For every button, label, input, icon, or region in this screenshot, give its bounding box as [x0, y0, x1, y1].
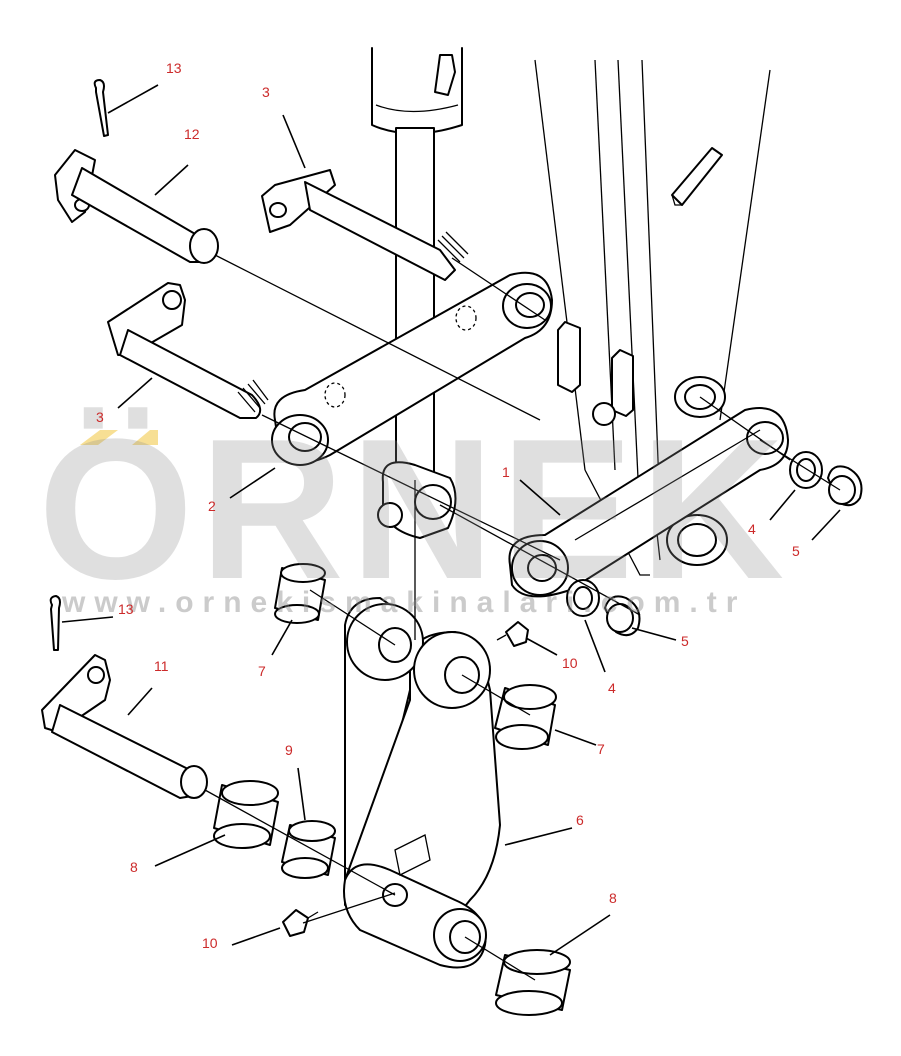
- split-pin-13-lower: [49, 595, 61, 651]
- link-1: [508, 407, 789, 598]
- bushing-7-left: [274, 563, 326, 624]
- watermark-brand: ÖRNEK: [38, 398, 790, 621]
- callout-13-lower: 13: [118, 601, 134, 617]
- washer-4-right: [789, 451, 823, 489]
- nut-5-right: [827, 465, 863, 507]
- pin-11: [41, 654, 208, 799]
- callout-10-upper: 10: [562, 655, 578, 671]
- callout-1: 1: [502, 464, 510, 480]
- grease-nipple-10-upper: [496, 621, 529, 647]
- split-pin-13-upper: [93, 79, 109, 137]
- pin-3-upper: [261, 169, 469, 281]
- callout-7-left: 7: [258, 663, 266, 679]
- watermark-accent-left: [80, 430, 118, 445]
- callout-8-right: 8: [609, 890, 617, 906]
- bushing-9: [281, 820, 336, 879]
- watermark: ÖRNEK www.ornekismakinalari.com.tr: [38, 398, 790, 621]
- callout-7-right: 7: [597, 741, 605, 757]
- callout-2: 2: [208, 498, 216, 514]
- callout-5-left: 5: [681, 633, 689, 649]
- callout-4-right: 4: [748, 521, 756, 537]
- link-2: [271, 271, 553, 466]
- callout-4-left: 4: [608, 680, 616, 696]
- callout-6: 6: [576, 812, 584, 828]
- pin-12: [54, 149, 219, 264]
- watermark-accent-right: [132, 430, 158, 445]
- callout-8-left: 8: [130, 859, 138, 875]
- grease-nipple-10-lower: [282, 909, 319, 937]
- callout-5-right: 5: [792, 543, 800, 559]
- callout-3-lower: 3: [96, 409, 104, 425]
- nut-5-left: [604, 595, 641, 637]
- pin-3-lower: [107, 282, 269, 419]
- watermark-url: www.ornekismakinalari.com.tr: [61, 586, 746, 619]
- alignment-lines: [204, 254, 841, 981]
- washer-4-left: [566, 579, 600, 617]
- callout-9: 9: [285, 742, 293, 758]
- bushing-8-left: [213, 780, 279, 849]
- callout-3-upper: 3: [262, 84, 270, 100]
- bushing-7-right: [494, 684, 557, 750]
- callout-11: 11: [154, 658, 169, 674]
- callout-12: 12: [184, 126, 200, 142]
- bushing-8-right: [495, 949, 571, 1016]
- callout-10-lower: 10: [202, 935, 218, 951]
- callout-13-upper: 13: [166, 60, 182, 76]
- callouts: 13 12 3 3 2 1 4 5 4 5 10 13 7 7 11 6 9 8…: [96, 60, 800, 951]
- linkage-6: [343, 597, 501, 969]
- leader-lines: [61, 84, 841, 956]
